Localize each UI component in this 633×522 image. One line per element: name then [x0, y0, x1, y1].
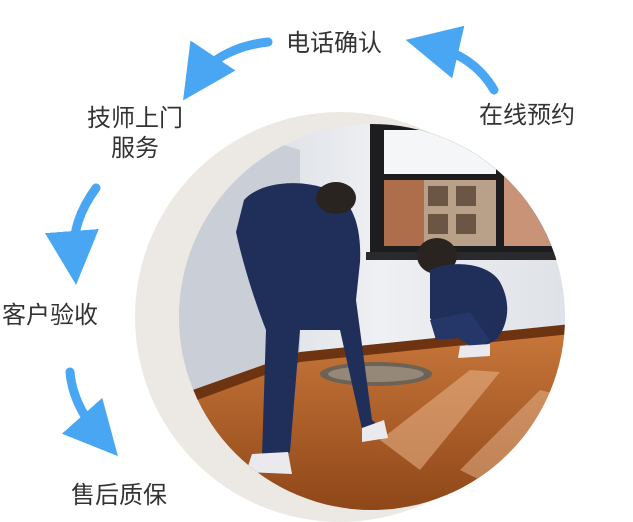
step-phone-confirm: 电话确认 — [286, 29, 382, 57]
step-customer-acceptance: 客户验收 — [2, 301, 98, 329]
step-technician-visit: 技师上门 服务 — [80, 103, 190, 163]
curved-arrow-icon — [45, 25, 499, 457]
step-technician-visit-line1: 技师上门 — [87, 104, 183, 132]
step-after-sales-warranty: 售后质保 — [71, 481, 167, 509]
step-technician-visit-line2: 服务 — [111, 134, 159, 162]
step-online-booking: 在线预约 — [479, 101, 575, 129]
